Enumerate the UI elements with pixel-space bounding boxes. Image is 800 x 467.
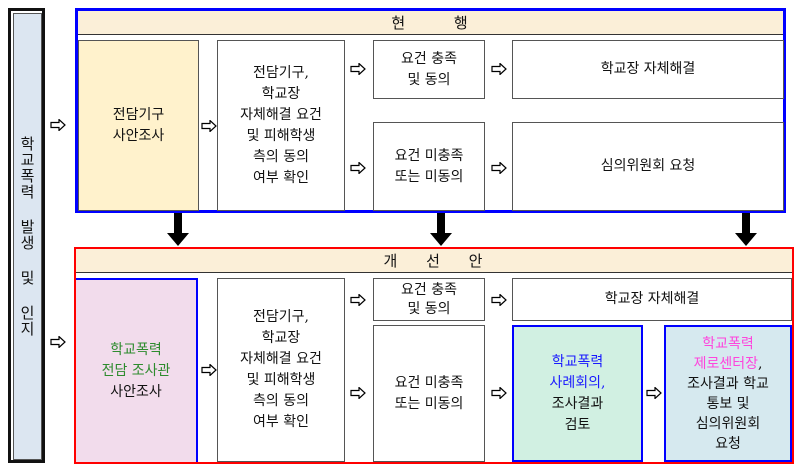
text-line: 통보 및 — [706, 395, 750, 412]
highlight-text: 전담 조사관 — [101, 362, 171, 379]
proposed-self-resolve-box: 학교장 자체해결 — [512, 278, 792, 321]
arrow-down-icon — [167, 213, 189, 246]
highlight-text: 제로센터장 — [693, 355, 758, 372]
text-line: 학교장 — [261, 330, 301, 346]
proposed-check-box: 전담기구, 학교장 자체해결 요건 및 피해학생 측의 동의 여부 확인 — [217, 278, 345, 462]
text-line: 및 동의 — [407, 71, 451, 88]
text-line: 심의위원회 — [695, 415, 761, 432]
text-line: 및 피해학생 — [246, 372, 316, 388]
current-process-panel: 현 행 — [75, 8, 786, 213]
text-line: 요건 미충족 — [394, 374, 464, 391]
current-committee-box: 심의위원회 요청 — [512, 122, 784, 211]
current-self-resolve-box: 학교장 자체해결 — [512, 40, 784, 99]
text-line: 전담기구, — [253, 309, 309, 325]
arrow-right-icon — [50, 119, 66, 131]
text-line: 사안조사 — [110, 383, 162, 400]
proposed-unmet-box: 요건 미충족 또는 미동의 — [373, 325, 485, 462]
text-line: 요건 미충족 — [394, 147, 464, 164]
text-line: 요건 충족 — [401, 281, 457, 298]
highlight-text: 학교폭력 — [551, 353, 604, 370]
text-line: 및 피해학생 — [246, 127, 316, 144]
arrow-right-icon — [350, 63, 366, 75]
proposed-header: 개 선 안 — [76, 249, 792, 273]
highlight-text: 학교폭력 — [702, 335, 754, 352]
text-line: 또는 미동의 — [394, 168, 464, 185]
text-line: 전담기구, — [253, 64, 309, 81]
proposed-process-panel: 개 선 안 — [74, 247, 794, 464]
current-header: 현 행 — [78, 11, 783, 35]
current-investigation-box: 전담기구 사안조사 — [78, 40, 199, 211]
text-line: 자체해결 요건 — [240, 351, 322, 367]
case-meeting-box: 학교폭력 사례회의, 조사결과 검토 — [512, 325, 643, 462]
arrow-down-icon — [735, 213, 757, 246]
text-line: 또는 미동의 — [394, 395, 464, 412]
text-line: 측의 동의 — [253, 148, 309, 165]
text-line: 조사결과 — [551, 395, 604, 412]
arrow-right-icon — [201, 120, 217, 132]
zero-center-box: 학교폭력 제로센터장, 조사결과 학교 통보 및 심의위원회 요청 — [664, 325, 792, 462]
proposed-met-box: 요건 충족 및 동의 — [373, 278, 485, 321]
text-line: 요청 — [715, 435, 741, 452]
text-line: 자체해결 요건 — [240, 106, 322, 123]
text-line: 심의위원회 요청 — [600, 158, 696, 174]
current-check-box: 전담기구, 학교장 자체해결 요건 및 피해학생 측의 동의 여부 확인 — [217, 40, 345, 211]
proposed-investigation-box: 학교폭력 전담 조사관 사안조사 — [76, 278, 198, 462]
arrow-right-icon — [491, 162, 507, 174]
text-line: 검토 — [564, 416, 591, 433]
text-line: 및 동의 — [407, 300, 451, 317]
arrow-down-icon — [430, 213, 452, 246]
text-line: 조사결과 학교 — [687, 375, 769, 392]
arrow-right-icon — [491, 63, 507, 75]
text-line: 요건 충족 — [401, 50, 457, 67]
arrow-right-icon — [491, 387, 507, 399]
text-line: 측의 동의 — [253, 393, 309, 409]
text-line: 학교장 자체해결 — [604, 291, 700, 307]
text-line: 사안조사 — [112, 127, 165, 144]
text-line: 학교장 — [261, 85, 301, 102]
text-line: , — [757, 355, 763, 372]
text-line: 학교장 자체해결 — [600, 61, 696, 77]
highlight-text: 학교폭력 — [110, 341, 162, 358]
side-label: 학교폭력 발생 및 인지 — [18, 136, 36, 337]
current-unmet-box: 요건 미충족 또는 미동의 — [373, 122, 485, 211]
text-line: 여부 확인 — [253, 414, 309, 430]
text-line: 제로센터장, — [694, 354, 763, 374]
text-line: 여부 확인 — [253, 169, 309, 186]
arrow-right-icon — [350, 294, 366, 306]
arrow-right-icon — [50, 336, 66, 348]
arrow-right-icon — [350, 387, 366, 399]
arrow-right-icon — [350, 162, 366, 174]
text-line: 전담기구 — [112, 106, 165, 123]
arrow-right-icon — [491, 294, 507, 306]
current-met-box: 요건 충족 및 동의 — [373, 40, 485, 99]
side-label-box: 학교폭력 발생 및 인지 — [8, 8, 45, 463]
highlight-text: 사례회의, — [549, 374, 606, 391]
arrow-right-icon — [201, 364, 217, 376]
arrow-right-icon — [646, 387, 662, 399]
